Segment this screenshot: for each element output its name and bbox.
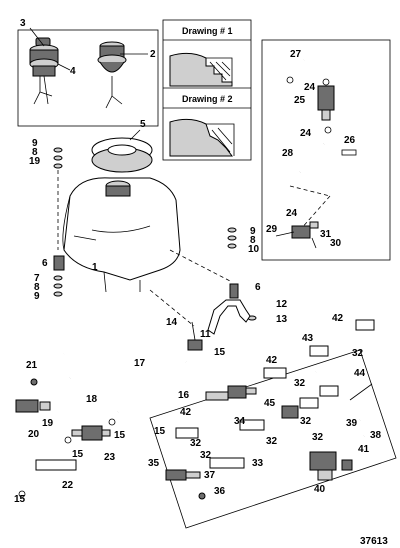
callout: 38: [370, 430, 382, 441]
callout: 3: [20, 18, 26, 29]
callout: 13: [276, 314, 288, 325]
callout: 11: [200, 329, 211, 340]
callout: 35: [148, 458, 160, 469]
callout: 40: [314, 484, 326, 495]
callout: 9: [250, 226, 256, 237]
callout: 17: [134, 358, 146, 369]
callout: 45: [264, 398, 276, 409]
callout: 36: [214, 486, 226, 497]
callout: 8: [250, 235, 256, 246]
callout: 7: [34, 273, 40, 284]
fuel-tank: [62, 177, 181, 293]
callout: 33: [252, 458, 264, 469]
callout: 31: [320, 229, 332, 240]
callout: 9: [34, 291, 40, 302]
callout: 6: [255, 282, 261, 293]
callout: 26: [344, 135, 356, 146]
callout: 24: [286, 208, 298, 219]
callout: 5: [140, 119, 146, 130]
callout: 30: [330, 238, 342, 249]
callout: 20: [28, 429, 40, 440]
callout: 37: [204, 470, 216, 481]
callout: 6: [42, 258, 48, 269]
callout: 15: [214, 347, 226, 358]
callout: 42: [332, 313, 344, 324]
callout: 15: [72, 449, 84, 460]
callout: 32: [200, 450, 212, 461]
callout: 42: [180, 407, 192, 418]
callout: 1: [92, 262, 98, 273]
callout: 2: [150, 49, 156, 60]
callout: 24: [300, 128, 312, 139]
callout: 14: [166, 317, 178, 328]
callout: 43: [302, 333, 314, 344]
callout: 18: [86, 394, 98, 405]
callout: 32: [352, 348, 364, 359]
mount-hardware-right: [169, 227, 257, 321]
callout: 32: [312, 432, 324, 443]
mount-hardware-left: [53, 147, 65, 297]
filler-seal-ring: [91, 129, 153, 173]
callout: 32: [300, 416, 312, 427]
callout-labels: 3 4 2 5 9 8 19 6 1 7 8 9 9 8 10 6 12 13 …: [14, 18, 382, 505]
callout: 8: [32, 147, 38, 158]
callout: 15: [114, 430, 126, 441]
inline-filter-lower-left: [18, 418, 116, 498]
callout: 41: [358, 444, 370, 455]
drawing-1-title: Drawing # 1: [182, 26, 233, 36]
callout: 9: [32, 138, 38, 149]
primer-line-left: [15, 376, 71, 413]
fuel-cap-inset: [17, 27, 159, 127]
tank-bracket: [207, 299, 251, 335]
callout: 8: [34, 282, 40, 293]
callout: 12: [276, 299, 288, 310]
callout: 15: [154, 426, 166, 437]
callout: 15: [14, 494, 26, 505]
callout: 29: [266, 224, 278, 235]
fuel-pickup: [149, 289, 203, 351]
drawing-2-title: Drawing # 2: [182, 94, 233, 104]
callout: 32: [190, 438, 202, 449]
fuel-filter-pump-inset: [149, 319, 397, 529]
callout: 24: [304, 82, 316, 93]
callout: 32: [266, 436, 278, 447]
figure-number: 37613: [360, 536, 388, 547]
filter-hose-inset: [261, 39, 391, 261]
callout: 34: [234, 416, 246, 427]
callout: 28: [282, 148, 294, 159]
fuel-hose-long: [63, 344, 191, 415]
callout: 42: [266, 355, 278, 366]
callout: 16: [178, 390, 190, 401]
callout: 44: [354, 368, 366, 379]
callout: 21: [26, 360, 38, 371]
callout: 27: [290, 49, 302, 60]
callout: 19: [42, 418, 54, 429]
callout: 23: [104, 452, 116, 463]
callout: 25: [294, 95, 306, 106]
callout: 4: [70, 66, 76, 77]
callout: 39: [346, 418, 358, 429]
callout: 10: [248, 244, 260, 255]
callout: 22: [62, 480, 74, 491]
callout: 32: [294, 378, 306, 389]
drawing-detail-box: [162, 19, 252, 161]
callout: 19: [29, 156, 41, 167]
